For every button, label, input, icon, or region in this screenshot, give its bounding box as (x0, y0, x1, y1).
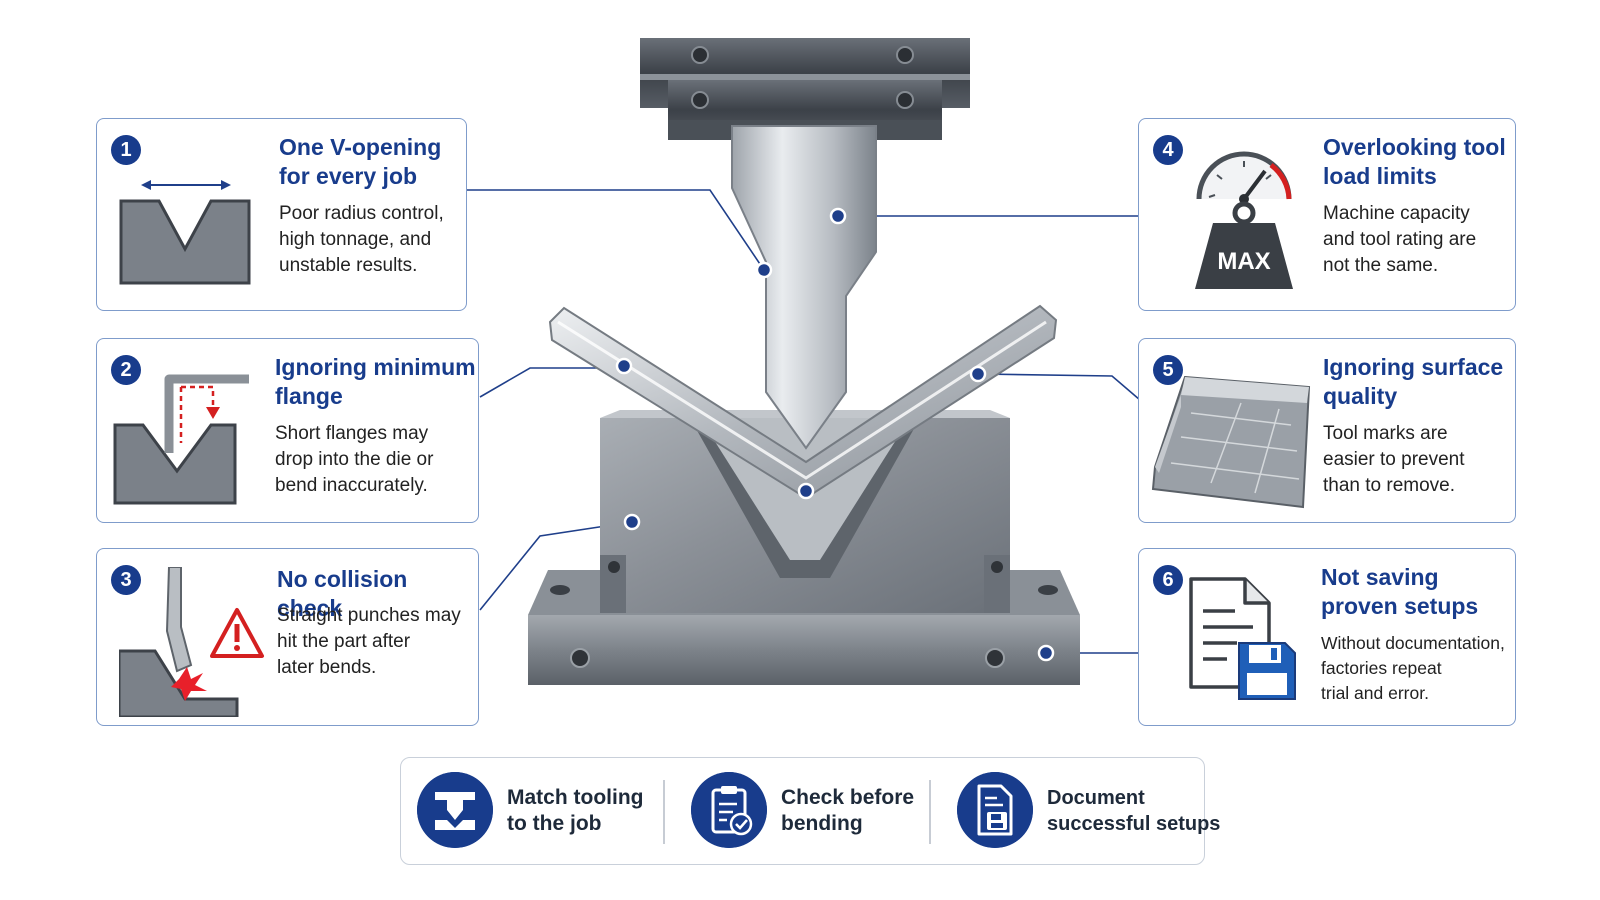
tip-divider (663, 780, 665, 844)
upper-beam (640, 38, 970, 140)
card-surface-quality: 5 Ignoring surface quality Tool marks ar… (1138, 338, 1516, 523)
save-document-icon (957, 772, 1033, 848)
card-proven-setups: 6 Not saving proven setups Without docum… (1138, 548, 1516, 726)
card-v-opening: 1 One V-opening for every job Poor radiu… (96, 118, 467, 311)
tips-bar: Match tooling to the job Check before (400, 757, 1220, 865)
tip-label: Match tooling to the job (507, 786, 644, 835)
card-title: One V-opening for every job (279, 134, 442, 189)
card-title: No collision check (277, 566, 408, 621)
weight-icon: MAX (1195, 201, 1293, 289)
card-description: Short flanges may drop into the die or b… (275, 423, 434, 496)
card-number-badge: 1 (111, 135, 141, 165)
weight-label: MAX (1217, 248, 1270, 275)
card-title: Not saving proven setups (1321, 564, 1479, 619)
card-title: Ignoring surface quality (1323, 354, 1504, 409)
tip-check-before-bending: Check before bending (691, 772, 921, 852)
card-description: Straight punches may hit the part after … (277, 605, 461, 678)
tip-document-setups: Document successful setups (957, 772, 1220, 852)
card-description: Tool marks are easier to prevent than to… (1323, 423, 1465, 496)
card-number-badge: 3 (111, 565, 141, 595)
upper-punch (731, 125, 877, 450)
card-description: Machine capacity and tool rating are not… (1323, 203, 1477, 276)
flange-icon (113, 374, 249, 505)
gauge-icon (1196, 151, 1292, 204)
card-description: Poor radius control, high tonnage, and u… (279, 203, 444, 276)
warning-icon (210, 608, 264, 658)
bent-sheet (548, 304, 1058, 500)
card-title: Ignoring minimum flange (275, 354, 476, 409)
tip-divider (929, 780, 931, 844)
floppy-disk-icon (1238, 642, 1296, 700)
card-description: Without documentation, factories repeat … (1321, 633, 1505, 703)
card-number-badge: 4 (1153, 135, 1183, 165)
tooling-icon (417, 772, 493, 848)
clipboard-check-icon (691, 772, 767, 848)
card-title: Overlooking tool load limits (1323, 134, 1506, 189)
card-load-limits: 4 MAX Overlooking tool load limits Machi… (1138, 118, 1516, 311)
metal-sheet-icon (1151, 375, 1311, 509)
card-number-badge: 6 (1153, 565, 1183, 595)
card-minimum-flange: 2 Ignoring minimum flange Short flanges … (96, 338, 479, 523)
card-number-badge: 2 (111, 355, 141, 385)
tip-match-tooling: Match tooling to the job (417, 772, 647, 852)
card-collision-check: 3 No collision check Straight punches ma… (96, 548, 479, 726)
card-number-badge: 5 (1153, 355, 1183, 385)
callout-dots (615, 207, 1055, 662)
tip-label: Document successful setups (1047, 787, 1221, 835)
v-die-icon (119, 180, 251, 285)
tip-label: Check before bending (781, 786, 915, 835)
collision-icon (119, 567, 239, 717)
